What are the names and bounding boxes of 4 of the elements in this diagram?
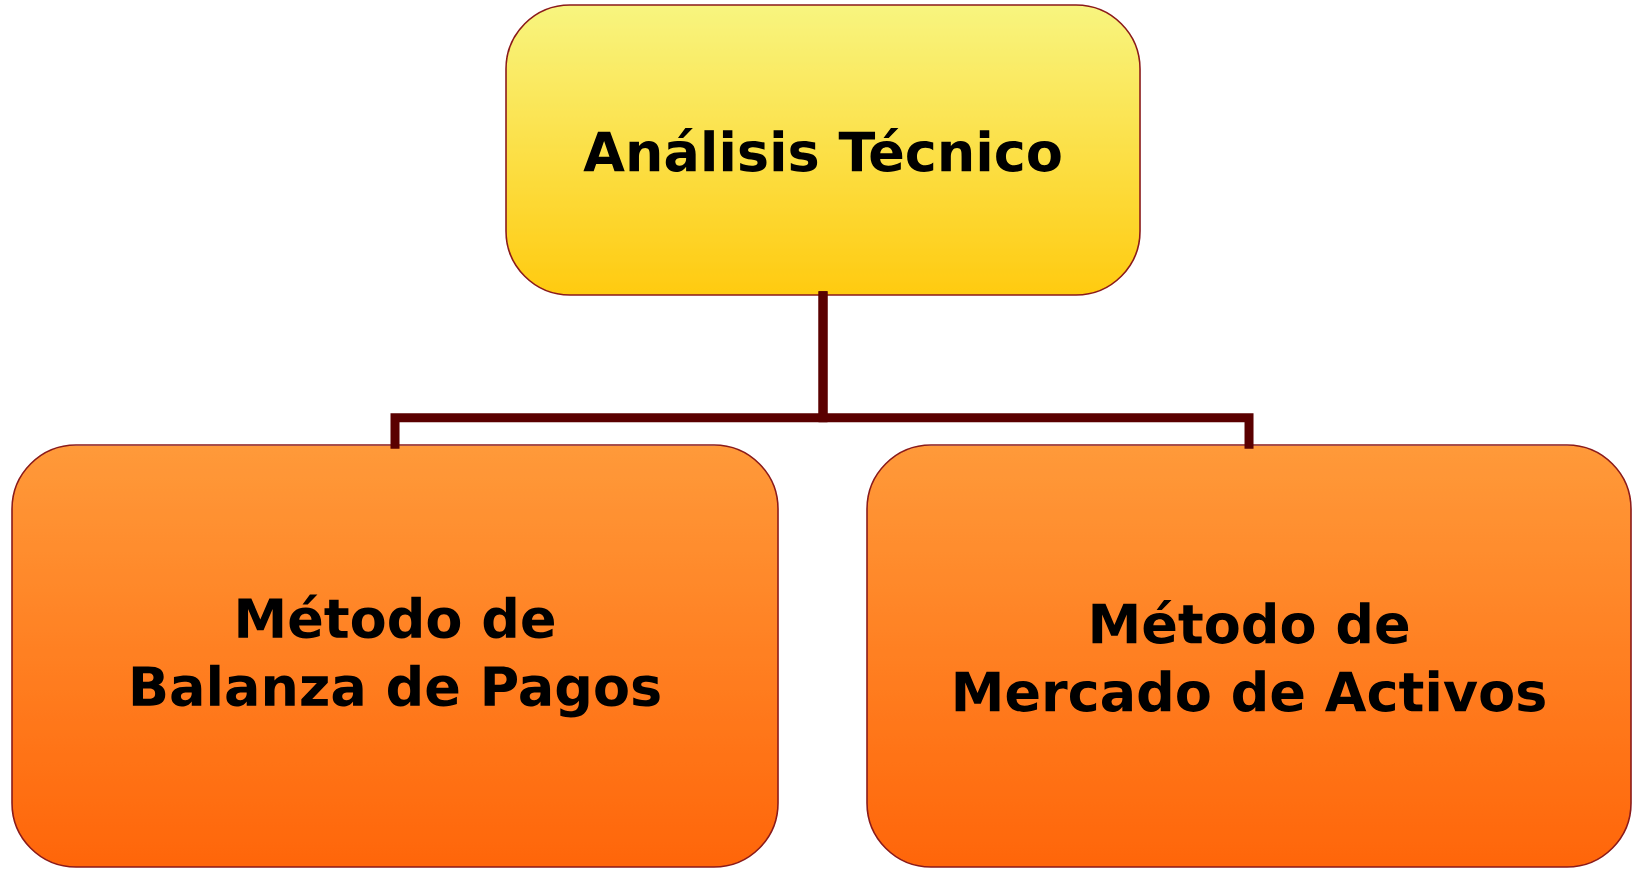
rounded-box: Método de Mercado de Activos: [866, 444, 1632, 868]
connector: [818, 291, 1254, 449]
rounded-box: Método de Balanza de Pagos: [11, 444, 779, 868]
rounded-box: Análisis Técnico: [505, 4, 1141, 296]
